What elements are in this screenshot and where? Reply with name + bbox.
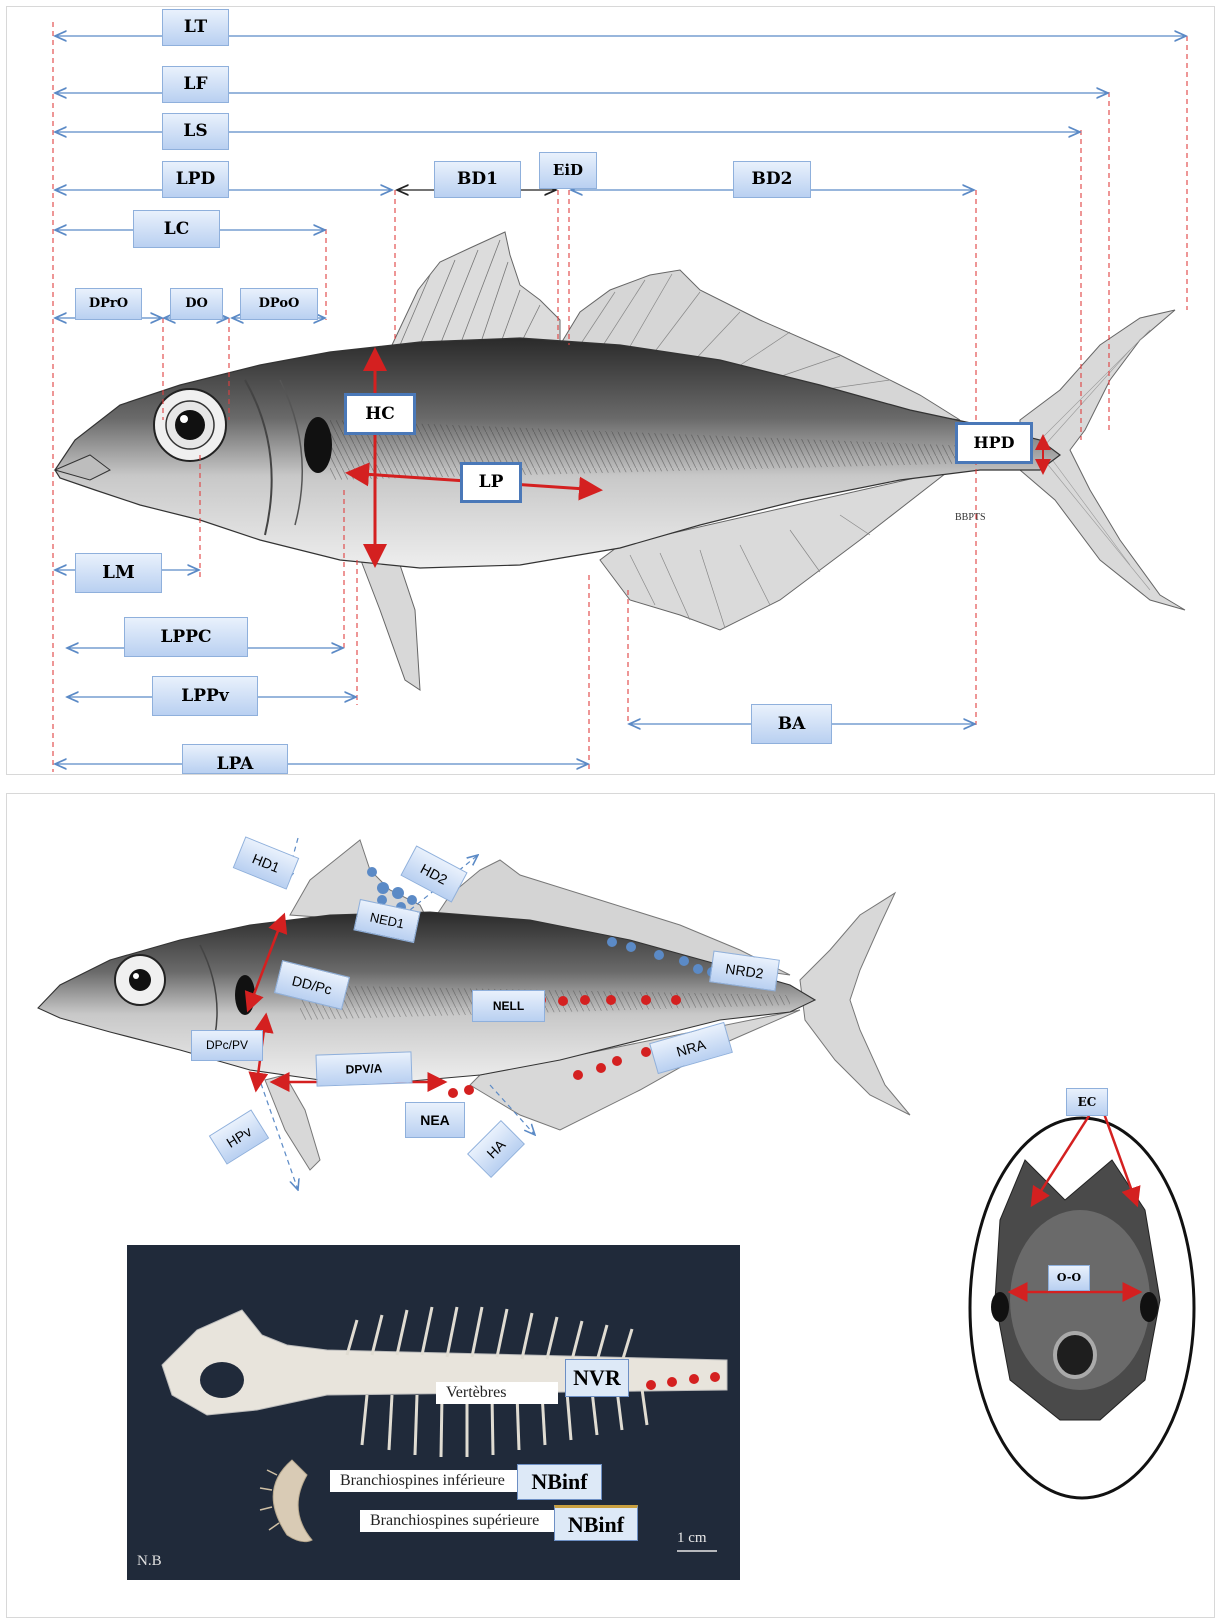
label-dpoo: DPoO [240, 288, 318, 320]
vertebres-label: Vertèbres [436, 1382, 558, 1404]
label-o-o: O-O [1048, 1265, 1090, 1291]
label-ec: EC [1066, 1088, 1108, 1116]
label-lc: LC [133, 210, 220, 248]
label-ls: LS [162, 113, 229, 150]
label-lm: LM [75, 553, 162, 593]
nbinf-label-2: NBinf [554, 1505, 638, 1541]
label-bd2: BD2 [733, 161, 811, 198]
label-dpc-pv: DPc/PV [191, 1030, 263, 1061]
label-lpd: LPD [162, 161, 229, 198]
photo-credit: N.B [137, 1553, 162, 1570]
label-hc: HC [344, 393, 416, 435]
label-lppv: LPPv [152, 676, 258, 716]
branchiospines-inf-label: Branchiospines inférieure [330, 1470, 520, 1492]
label-hpd: HPD [955, 422, 1033, 464]
label-nea: NEA [405, 1102, 465, 1138]
label-nell: NELL [472, 990, 545, 1022]
skeleton-photo: Vertèbres NVR Branchiospines inférieure … [127, 1245, 740, 1580]
label-dpv-a: DPV/A [315, 1051, 412, 1086]
nbinf-label-1: NBinf [517, 1464, 602, 1500]
label-lt: LT [162, 9, 229, 46]
label-bd1: BD1 [434, 161, 521, 198]
branchiospines-sup-label: Branchiospines supérieure [360, 1510, 555, 1532]
label-lp: LP [460, 462, 522, 503]
head-frontal-view [970, 1108, 1194, 1498]
svg-text:BBPTS: BBPTS [955, 512, 986, 523]
label-lpa: LPA [182, 744, 288, 774]
nvr-label: NVR [565, 1359, 629, 1397]
label-dpro: DPrO [75, 288, 142, 320]
scale-bar-label: 1 cm [677, 1530, 707, 1547]
label-ba: BA [751, 704, 832, 744]
label-lppc: LPPC [124, 617, 248, 657]
label-eid: EiD [539, 152, 597, 189]
label-do: DO [170, 288, 223, 320]
label-lf: LF [162, 66, 229, 103]
